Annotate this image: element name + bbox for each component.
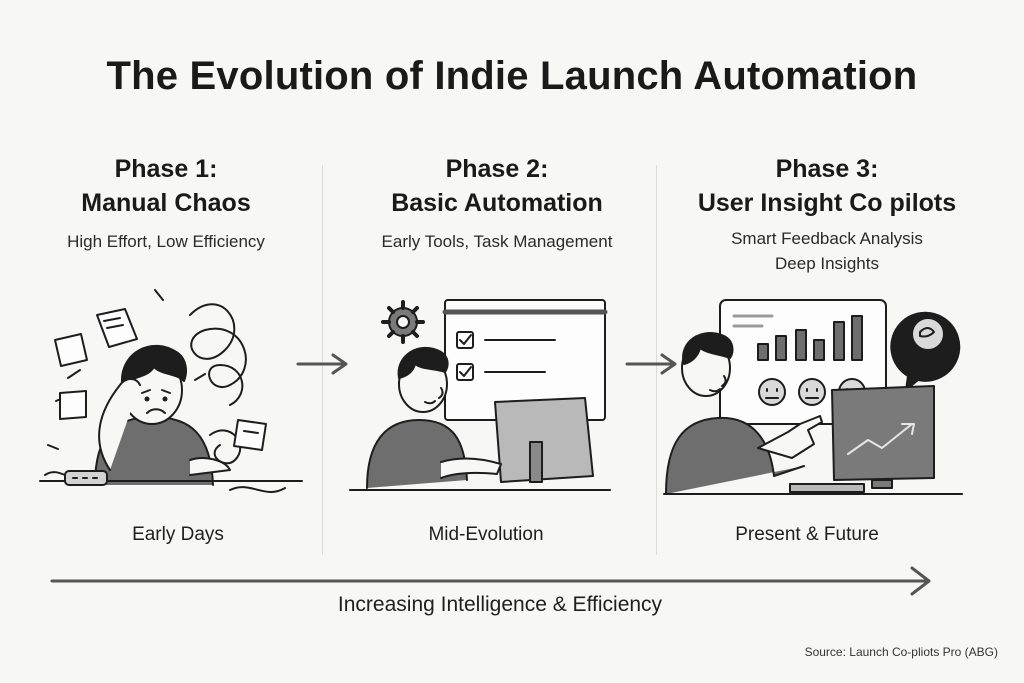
stage-label-early-days: Early Days (132, 524, 224, 545)
stressed-person-icon (39, 289, 303, 493)
gear-icon (381, 300, 425, 344)
brain-bubble-icon (890, 311, 961, 391)
feedback-face-icon (758, 378, 786, 406)
phase-divider (322, 165, 323, 555)
phase-3-name: User Insight Co pilots (697, 189, 957, 217)
stage-label-present-future: Present & Future (735, 524, 879, 545)
phase-divider (656, 165, 657, 555)
phase-2-name: Basic Automation (391, 189, 603, 217)
person-with-dashboard-icon (663, 299, 963, 495)
feedback-face-icon (798, 378, 826, 406)
stage-label-mid-evolution: Mid-Evolution (428, 524, 544, 545)
right-arrow-icon (296, 353, 348, 375)
phase-2-number: Phase 2: (445, 155, 549, 183)
axis-label: Increasing Intelligence & Efficiency (337, 593, 663, 616)
phase-1-number: Phase 1: (114, 155, 218, 183)
phase-1-subtitle: High Effort, Low Efficiency (67, 232, 265, 251)
progress-axis-arrow (50, 566, 931, 596)
phase-2-header: Phase 2: Basic Automation Early Tools, T… (347, 152, 647, 254)
source-note: Source: Launch Co-pliots Pro (ABG) (804, 645, 998, 659)
phase-1-name: Manual Chaos (81, 189, 251, 217)
person-at-computer-icon (349, 299, 611, 491)
phase-3-subtitle: Smart Feedback Analysis Deep Insights (731, 229, 923, 273)
phase-2-subtitle: Early Tools, Task Management (381, 232, 613, 251)
phase-1-header: Phase 1: Manual Chaos High Effort, Low E… (16, 152, 316, 254)
phase-3-header: Phase 3: User Insight Co pilots Smart Fe… (677, 152, 977, 276)
right-arrow-icon (625, 353, 677, 375)
page-title: The Evolution of Indie Launch Automation (106, 54, 918, 98)
phase-3-number: Phase 3: (775, 155, 879, 183)
